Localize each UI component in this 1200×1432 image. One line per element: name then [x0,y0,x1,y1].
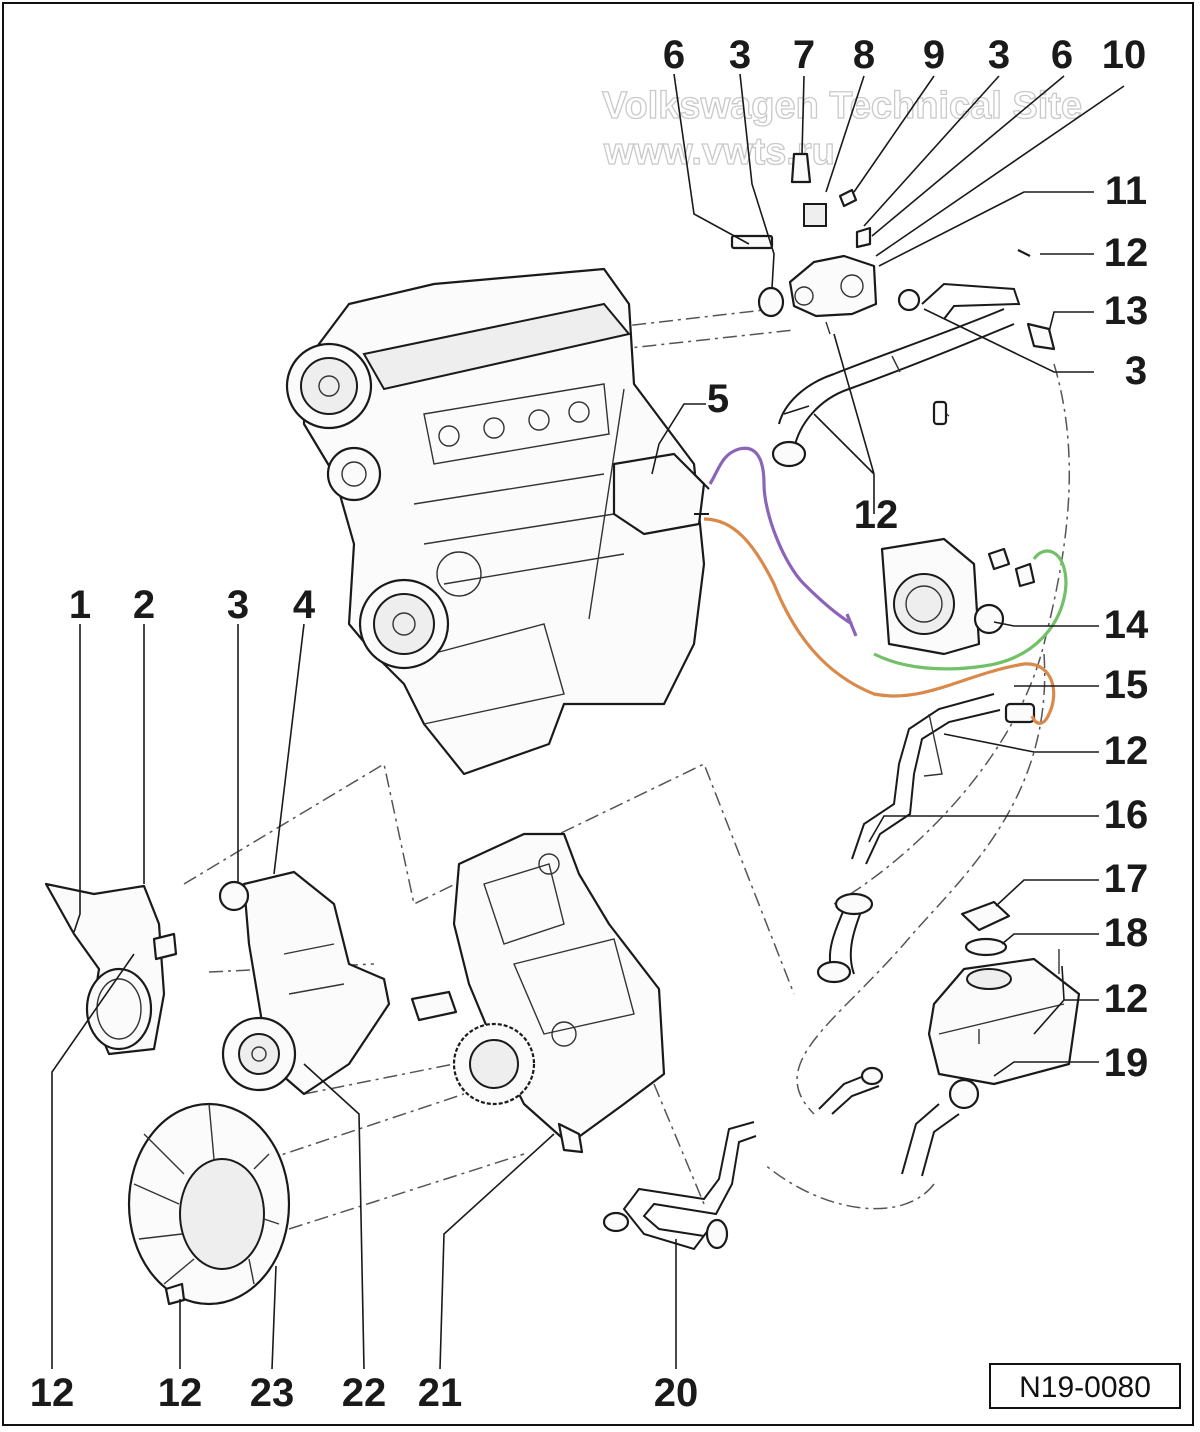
orange-line [703,517,1056,725]
callout-bottom-20: 20 [654,1371,699,1415]
callout-numbers: 6 3 7 8 9 3 6 10 11 12 13 3 14 15 12 16 … [30,33,1149,1415]
callout-top-6a: 6 [663,33,685,77]
green-line [873,549,1068,671]
callout-bottom-21: 21 [418,1371,463,1415]
callout-center-12: 12 [854,493,899,537]
callout-bottom-22: 22 [342,1371,387,1415]
hoses-right-middle [816,693,1036,984]
figure-code: N19-0080 [1019,1371,1151,1404]
lower-bracket [452,832,666,1154]
watermark-line-1: Volkswagen Technical Site [602,85,1082,127]
callout-right-18: 18 [1104,911,1149,955]
callout-right-3: 3 [1125,349,1147,393]
callout-right-16: 16 [1104,793,1149,837]
throttle-body [880,537,1036,656]
water-pump [218,870,458,1096]
engine-block [285,267,710,776]
callout-right-17: 17 [1104,857,1149,901]
purple-line [708,446,858,637]
callout-left-2: 2 [133,583,155,627]
callout-top-3a: 3 [729,33,751,77]
callout-right-11: 11 [1105,169,1147,213]
callout-bottom-12b: 12 [158,1371,203,1415]
callout-top-6b: 6 [1051,33,1073,77]
callout-bottom-12a: 12 [30,1371,75,1415]
callout-right-13: 13 [1104,289,1149,333]
callout-top-10: 10 [1102,33,1147,77]
callout-left-1: 1 [69,583,91,627]
exploded-diagram: Volkswagen Technical Site www.vwts.ru [30,33,1181,1415]
callout-right-15: 15 [1104,663,1149,707]
callout-right-14: 14 [1104,603,1149,647]
callout-top-8: 8 [853,33,875,77]
cooling-fan [127,1102,291,1306]
callout-top-3b: 3 [988,33,1010,77]
callout-right-19: 19 [1104,1041,1149,1085]
colored-markup-lines [703,446,1068,725]
callout-right-12a: 12 [1104,231,1149,275]
callout-right-12c: 12 [1104,977,1149,1021]
figure-code-box: N19-0080 [989,1363,1181,1409]
expansion-tank [818,900,1081,1177]
callout-left-3: 3 [227,583,249,627]
callout-left-4: 4 [293,583,316,627]
timing-belt-cover [44,882,178,1056]
lower-hose [602,1121,757,1251]
watermark: Volkswagen Technical Site www.vwts.ru [601,84,1082,173]
leader-lines [51,73,1125,1370]
callout-top-7: 7 [793,33,815,77]
callout-right-12b: 12 [1104,729,1149,773]
callout-bottom-23: 23 [250,1371,295,1415]
callout-center-5: 5 [707,377,729,421]
callout-top-9: 9 [923,33,945,77]
